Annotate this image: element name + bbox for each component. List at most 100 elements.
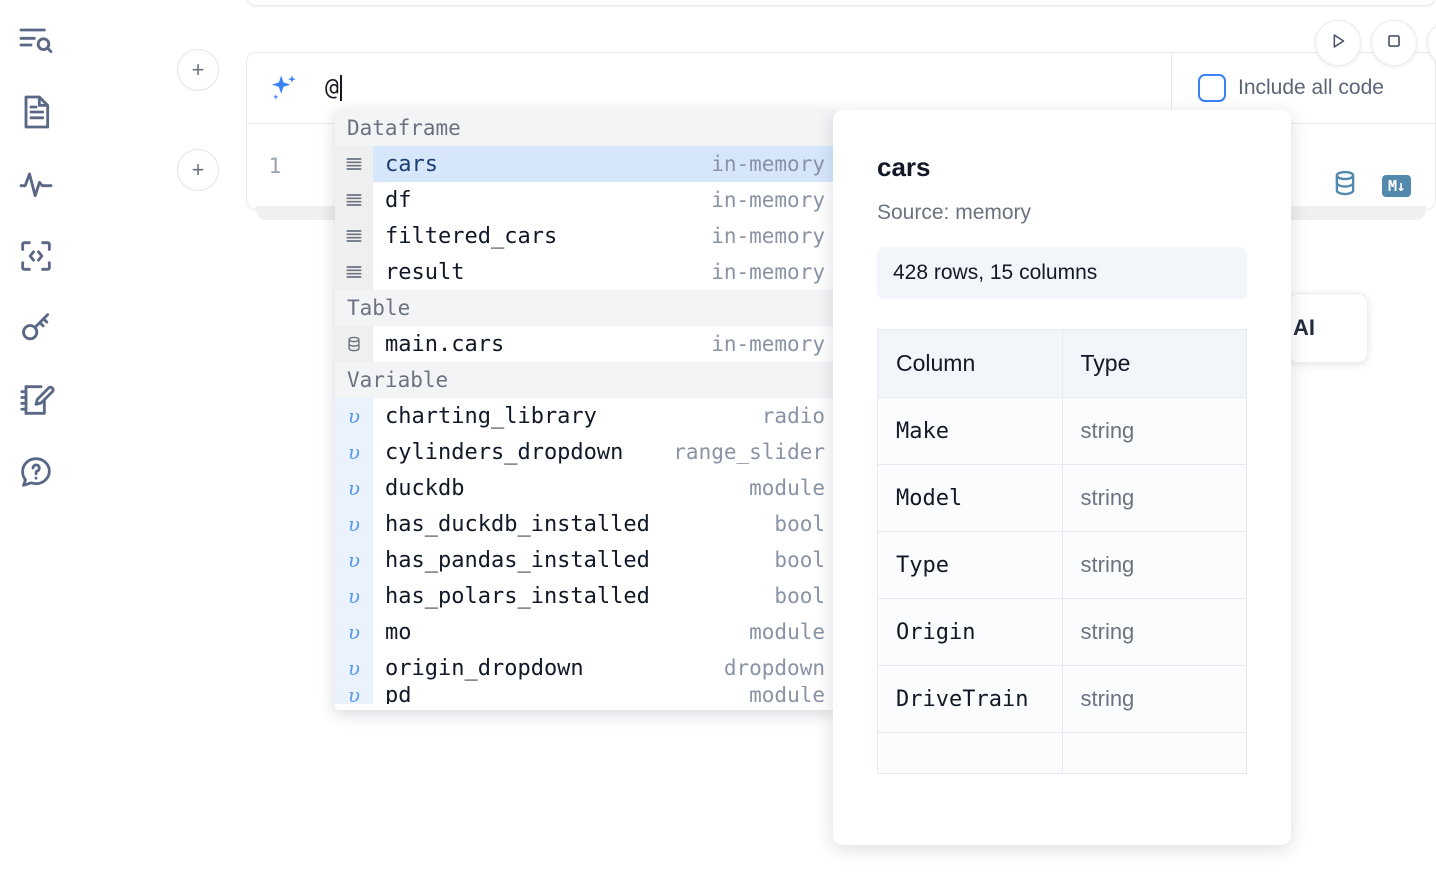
ai-suggestion-card[interactable]: AI xyxy=(1288,293,1368,363)
ai-prompt-input[interactable]: @ xyxy=(325,75,342,101)
completion-popup[interactable]: Dataframe cars in-memory df in-memory xyxy=(335,110,835,710)
completion-item[interactable]: filtered_cars in-memory xyxy=(335,218,835,254)
completion-item-name: has_duckdb_installed xyxy=(385,511,650,537)
dataframe-icon xyxy=(335,146,373,182)
completion-item[interactable]: cars in-memory xyxy=(335,146,835,182)
outline-search-icon xyxy=(16,20,56,60)
cell-column-name: Type xyxy=(877,531,1063,599)
detail-stats-badge: 428 rows, 15 columns xyxy=(877,247,1247,299)
cell-column-name xyxy=(877,732,1063,774)
key-icon xyxy=(16,308,56,348)
completion-item-name: cylinders_dropdown xyxy=(385,439,624,465)
completion-item-kind: in-memory xyxy=(711,260,825,284)
sparkle-icon xyxy=(267,71,301,105)
completion-item[interactable]: υ has_polars_installed bool xyxy=(335,578,835,614)
play-icon xyxy=(1327,30,1349,57)
database-icon[interactable] xyxy=(1330,168,1360,203)
ai-prompt-value: @ xyxy=(325,75,339,101)
table-row: Type string xyxy=(877,531,1247,599)
completion-item-kind: in-memory xyxy=(711,224,825,248)
table-header-row: Column Type xyxy=(877,329,1247,398)
completion-item[interactable]: υ duckdb module xyxy=(335,470,835,506)
cell-column-type: string xyxy=(1061,598,1247,666)
variable-icon: υ xyxy=(335,542,373,578)
cell-type-icons: M↓ xyxy=(1330,168,1412,203)
completion-item-kind: bool xyxy=(774,548,825,572)
completion-item-name: mo xyxy=(385,619,412,645)
cell-column-name: Model xyxy=(877,464,1063,532)
completion-detail-panel: cars Source: memory 428 rows, 15 columns… xyxy=(833,110,1291,845)
completion-item-kind: dropdown xyxy=(723,656,825,680)
variable-icon: υ xyxy=(335,470,373,506)
completion-item-kind: bool xyxy=(774,512,825,536)
variable-icon: υ xyxy=(335,686,373,704)
detail-title: cars xyxy=(877,152,931,182)
include-all-code-label: Include all code xyxy=(1238,76,1384,99)
markdown-icon[interactable]: M↓ xyxy=(1382,174,1412,197)
ai-card-label: AI xyxy=(1293,315,1315,340)
completion-item[interactable]: υ cylinders_dropdown range_slider xyxy=(335,434,835,470)
completion-item-name: pd xyxy=(385,686,412,704)
completion-item[interactable]: υ mo module xyxy=(335,614,835,650)
column-header-type: Type xyxy=(1061,329,1247,398)
table-row: Origin string xyxy=(877,598,1247,666)
completion-item-kind: radio xyxy=(761,404,825,428)
sidebar-item-secrets[interactable] xyxy=(12,304,60,352)
activity-pulse-icon xyxy=(16,164,56,204)
completion-item[interactable]: υ has_duckdb_installed bool xyxy=(335,506,835,542)
run-button[interactable] xyxy=(1315,20,1361,66)
completion-item-name: filtered_cars xyxy=(385,223,558,249)
sidebar-item-activity[interactable] xyxy=(12,160,60,208)
help-chat-icon xyxy=(16,452,56,492)
completion-group-header: Table xyxy=(335,290,835,326)
stop-square-icon xyxy=(1383,30,1405,57)
sidebar-item-file[interactable] xyxy=(12,88,60,136)
table-row xyxy=(877,732,1247,774)
text-caret xyxy=(339,75,342,101)
dataframe-icon xyxy=(335,218,373,254)
cell-column-type: string xyxy=(1061,464,1247,532)
completion-item-name: duckdb xyxy=(385,475,465,501)
dataframe-icon xyxy=(335,182,373,218)
sidebar-item-outline[interactable] xyxy=(12,16,60,64)
completion-item-name: has_polars_installed xyxy=(385,583,650,609)
previous-cell-card xyxy=(246,0,1436,6)
completion-item-kind: module xyxy=(749,476,825,500)
completion-item[interactable]: υ has_pandas_installed bool xyxy=(335,542,835,578)
table-row: DriveTrain string xyxy=(877,665,1247,733)
cell-column-type: string xyxy=(1061,665,1247,733)
completion-item[interactable]: υ pd module xyxy=(335,686,835,704)
plus-icon: + xyxy=(191,157,205,182)
schema-table: Column Type Make string Model string Typ… xyxy=(877,329,1247,774)
add-cell-button-below[interactable]: + xyxy=(177,149,219,191)
sidebar-item-scratchpad[interactable] xyxy=(12,376,60,424)
cell-column-name: Make xyxy=(877,397,1063,465)
completion-item[interactable]: υ charting_library radio xyxy=(335,398,835,434)
completion-item-kind: in-memory xyxy=(711,332,825,356)
notebook-edit-icon xyxy=(16,380,56,420)
completion-item-kind: module xyxy=(749,620,825,644)
completion-group-header: Variable xyxy=(335,362,835,398)
completion-item[interactable]: result in-memory xyxy=(335,254,835,290)
add-cell-button-above[interactable]: + xyxy=(177,49,219,91)
stop-button[interactable] xyxy=(1371,20,1417,66)
ai-prompt-input-area[interactable]: @ xyxy=(247,52,1172,124)
variable-icon: υ xyxy=(335,506,373,542)
completion-item[interactable]: df in-memory xyxy=(335,182,835,218)
variable-icon: υ xyxy=(335,578,373,614)
plus-icon: + xyxy=(191,57,205,82)
variable-icon: υ xyxy=(335,650,373,686)
variable-icon: υ xyxy=(335,398,373,434)
completion-item[interactable]: υ origin_dropdown dropdown xyxy=(335,650,835,686)
include-all-code-checkbox[interactable] xyxy=(1198,74,1226,102)
dataframe-icon xyxy=(335,254,373,290)
completion-item[interactable]: main.cars in-memory xyxy=(335,326,835,362)
file-text-icon xyxy=(16,92,56,132)
cell-column-type xyxy=(1061,732,1247,774)
sidebar-item-help[interactable] xyxy=(12,448,60,496)
table-row: Make string xyxy=(877,397,1247,465)
completion-item-name: result xyxy=(385,259,465,285)
sidebar-item-snippets[interactable] xyxy=(12,232,60,280)
sidebar-rail xyxy=(0,0,72,874)
completion-item-kind: module xyxy=(749,686,825,704)
